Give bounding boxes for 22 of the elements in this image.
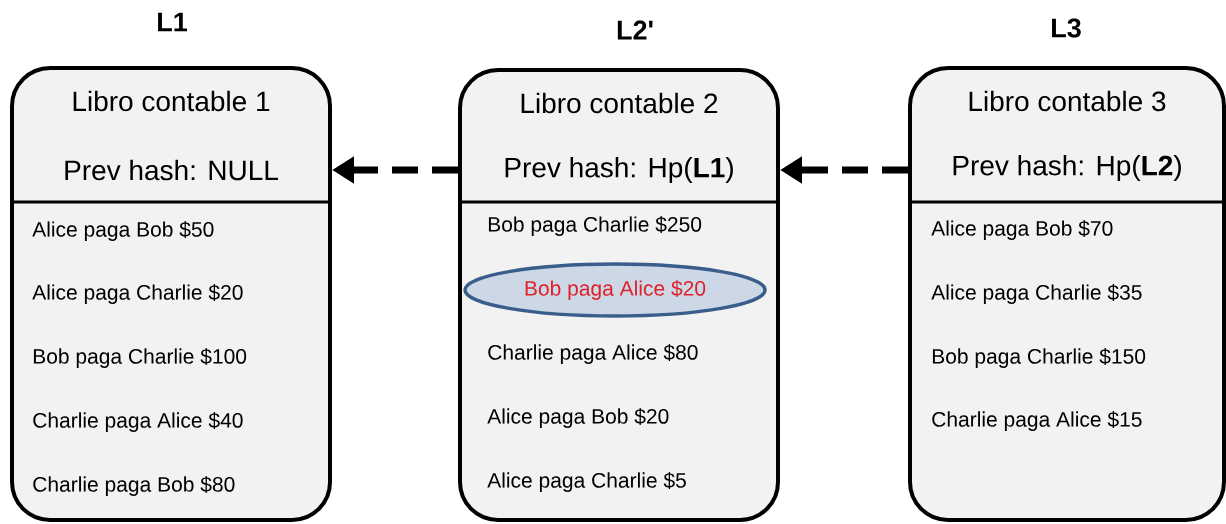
- transaction-text: Alice paga Bob $70: [931, 220, 1113, 240]
- header-text: Prev hash: NULL: [65, 159, 278, 181]
- transaction-text: Charlie paga Alice $15: [932, 411, 1142, 431]
- transaction-text: Alice paga Charlie $5: [487, 472, 686, 492]
- transaction-text: Alice paga Charlie $20: [32, 284, 243, 304]
- header-text: Libro contable 1: [73, 90, 270, 112]
- header-text: Libro contable 2: [521, 92, 718, 114]
- ledger-title: L2': [617, 20, 653, 40]
- transaction-text: Bob paga Charlie $100: [33, 348, 247, 368]
- transaction-text: Alice paga Charlie $35: [931, 284, 1142, 304]
- transaction-text: Bob paga Charlie $250: [488, 216, 702, 236]
- transaction-text: Charlie paga Bob $80: [33, 476, 235, 496]
- transaction-text: Alice paga Bob $20: [487, 408, 669, 428]
- transaction-text: Charlie paga Alice $80: [488, 344, 698, 364]
- header-text: Prev hash: Hp(L2): [953, 154, 1181, 182]
- ledger-title: L3: [1052, 18, 1081, 38]
- header-text: Libro contable 3: [969, 90, 1166, 112]
- transaction-text: Alice paga Bob $50: [32, 221, 214, 241]
- header-text: Prev hash: Hp(L1): [505, 156, 733, 184]
- transaction-text: Charlie paga Alice $40: [33, 412, 243, 432]
- ledger-title: L1: [158, 12, 188, 32]
- transaction-text: Bob paga Charlie $150: [932, 348, 1146, 368]
